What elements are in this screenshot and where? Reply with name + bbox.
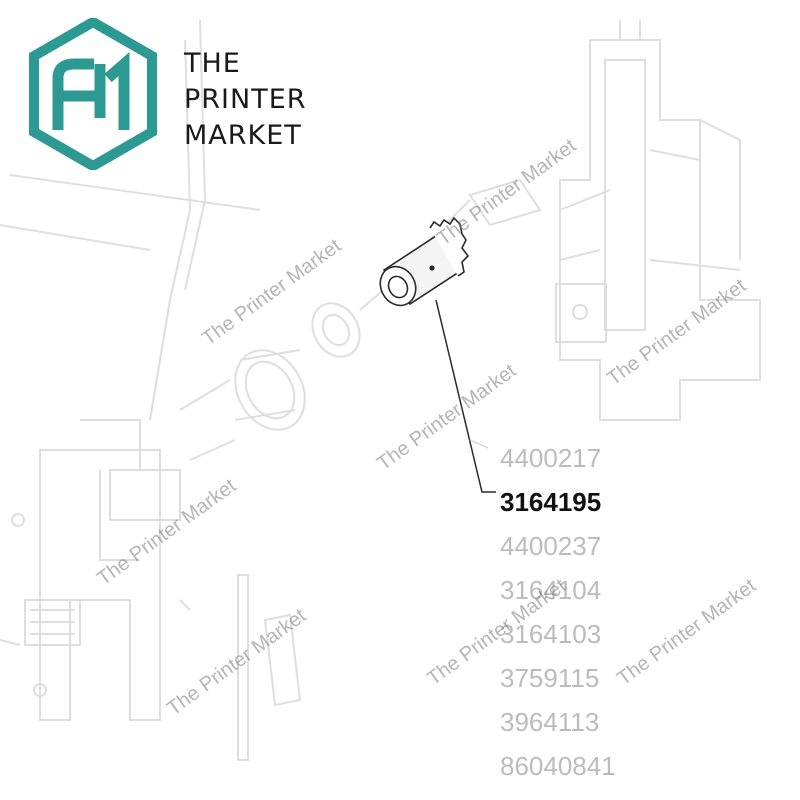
- part-number: 3164104: [500, 575, 602, 605]
- printer-market-logo-icon: [29, 18, 157, 170]
- part-number: 3759115: [500, 663, 600, 693]
- highlighted-part-roller: [379, 216, 470, 307]
- part-number: 4400237: [500, 531, 602, 561]
- callout-leader-line: [435, 299, 496, 493]
- brand-wordmark: THE PRINTER MARKET: [184, 46, 307, 154]
- part-number: 86040841: [500, 751, 616, 781]
- brand-line-2: PRINTER: [184, 84, 307, 115]
- part-number: 4400217: [500, 443, 602, 473]
- part-number-list: 4400217 3164195 4400237 3164104 3164103 …: [500, 436, 616, 788]
- part-number: 3164103: [500, 619, 602, 649]
- part-number-highlighted: 3164195: [500, 487, 602, 517]
- brand-line-3: MARKET: [184, 120, 302, 151]
- brand-line-1: THE: [184, 48, 241, 79]
- part-number: 3964113: [500, 707, 600, 737]
